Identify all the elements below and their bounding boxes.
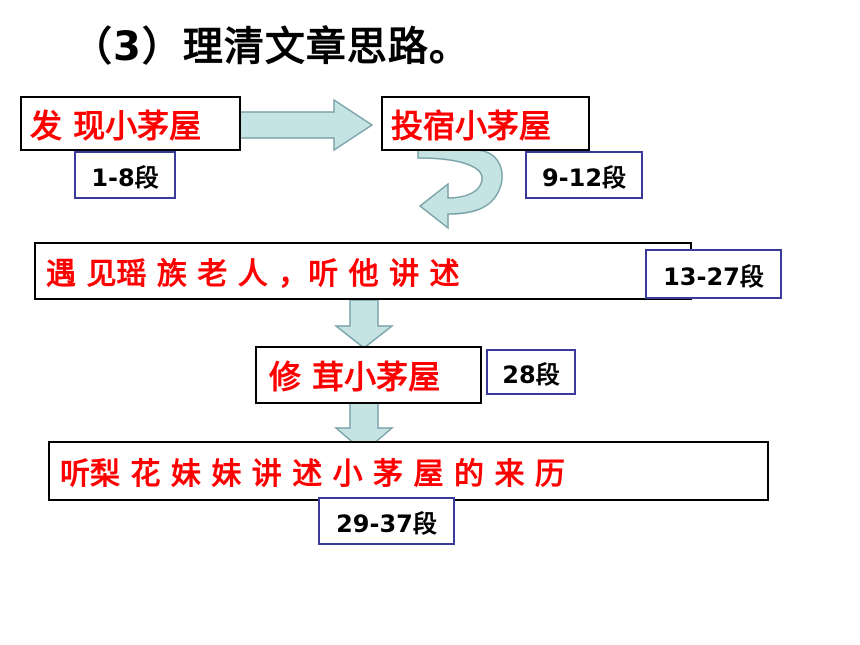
step-discover-box: 发 现小茅屋	[20, 96, 241, 151]
arrow-curved-return	[417, 149, 503, 230]
step-discover-text: 发 现小茅屋	[30, 106, 202, 145]
step-repair-box: 修 茸小茅屋	[255, 346, 482, 404]
paragraph-tag-3: 13-27段	[645, 249, 782, 299]
paragraph-tag-2: 9-12段	[525, 151, 643, 199]
step-lodge-text: 投宿小茅屋	[391, 106, 552, 145]
arrow-down-2	[333, 399, 395, 453]
arrow-down-1	[333, 299, 395, 349]
step-meet-elder-text: 遇 见瑶 族 老 人 ，听 他 讲 述	[46, 257, 460, 292]
step-history-box: 听梨 花 妹 妹 讲 述 小 茅 屋 的 来 历	[48, 441, 769, 501]
step-repair-text: 修 茸小茅屋	[269, 358, 441, 396]
arrow-right	[235, 98, 374, 152]
step-meet-elder-box: 遇 见瑶 族 老 人 ，听 他 讲 述	[34, 242, 692, 300]
step-lodge-box: 投宿小茅屋	[381, 96, 590, 151]
step-history-text: 听梨 花 妹 妹 讲 述 小 茅 屋 的 来 历	[60, 457, 565, 492]
page-title: （3）理清文章思路。	[72, 24, 470, 70]
paragraph-tag-1: 1-8段	[74, 151, 176, 199]
paragraph-tag-4: 28段	[486, 349, 576, 395]
paragraph-tag-5: 29-37段	[318, 497, 455, 545]
